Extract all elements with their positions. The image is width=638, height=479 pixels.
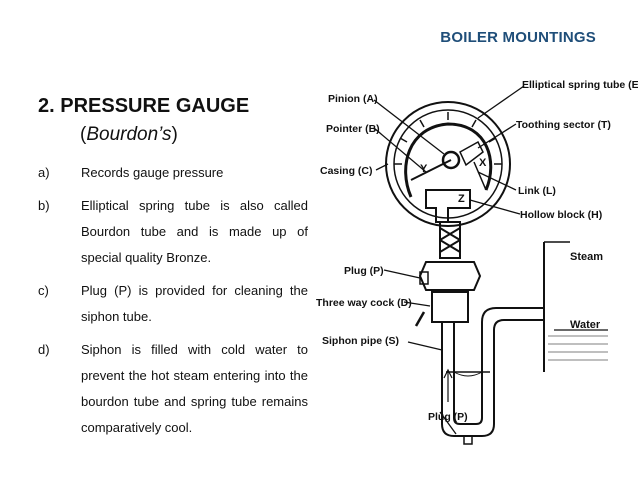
water-hatching: [548, 335, 608, 361]
link-label: Link (L): [518, 185, 556, 197]
list-item: a) Records gauge pressure: [38, 160, 308, 186]
link: [473, 161, 487, 191]
plug-bottom-label: Plug (P): [428, 411, 468, 423]
siphon-pipe-label: Siphon pipe (S): [322, 335, 399, 347]
three-way-cock-label: Three way cock (D): [316, 297, 412, 309]
spring-tube-label: Elliptical spring tube (E): [522, 79, 638, 91]
list-item: d) Siphon is filled with cold water to p…: [38, 337, 308, 441]
list-text: Siphon is filled with cold water to prev…: [81, 342, 308, 435]
list-marker: d): [38, 342, 50, 357]
sector-label: Toothing sector (T): [516, 119, 611, 131]
subtitle-text: Bourdon’s: [86, 124, 172, 145]
list-marker: a): [38, 165, 50, 180]
plug-top-label: Plug (P): [344, 265, 384, 277]
steam-label: Steam: [570, 251, 603, 263]
dial-ticks: [394, 112, 502, 165]
point-list: a) Records gauge pressure b) Elliptical …: [38, 160, 308, 448]
siphon-pipe: [441, 319, 544, 437]
list-marker: b): [38, 198, 50, 213]
point-x-label: X: [479, 157, 487, 169]
toothing-sector: [459, 140, 484, 167]
casing-label: Casing (C): [320, 165, 373, 177]
slide-header: BOILER MOUNTINGS: [440, 29, 596, 46]
gauge-casing: [385, 101, 511, 227]
slide-subtitle: (Bourdon’s): [80, 124, 178, 145]
elliptical-spring-tube: [404, 122, 493, 198]
pinion-label: Pinion (A): [328, 93, 378, 105]
list-text: Elliptical spring tube is also called Bo…: [81, 198, 308, 265]
water-label: Water: [570, 319, 601, 331]
cock-handle: [414, 311, 426, 327]
list-item: c) Plug (P) is provided for cleaning the…: [38, 278, 308, 330]
three-way-cock: [431, 291, 469, 323]
pinion: [441, 150, 461, 170]
gauge-stem: [439, 221, 461, 259]
bottom-plug: [463, 435, 473, 445]
pressure-gauge-diagram: Pinion (A) Pointer (B) Casing (C) Plug (…: [316, 79, 638, 445]
list-text: Records gauge pressure: [81, 165, 224, 180]
list-item: b) Elliptical spring tube is also called…: [38, 193, 308, 271]
hollow-block-label: Hollow block (H): [520, 209, 602, 221]
pointer-label: Pointer (B): [326, 123, 380, 135]
union-nut: [418, 261, 482, 291]
point-z-label: Z: [458, 193, 465, 205]
list-marker: c): [38, 283, 49, 298]
pointer: [410, 159, 452, 181]
list-text: Plug (P) is provided for cleaning the si…: [81, 283, 308, 324]
slide-title: 2. PRESSURE GAUGE: [38, 95, 250, 117]
leader-lines: [373, 85, 525, 435]
point-y-label: Y: [420, 163, 428, 175]
